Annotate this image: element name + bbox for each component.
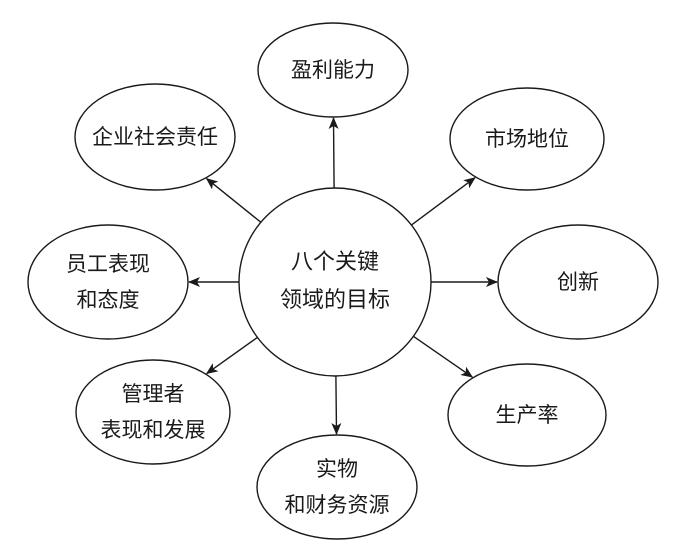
node-label-manager-performance-development: 管理者表现和发展: [101, 376, 206, 448]
node-label-productivity: 生产率: [496, 397, 559, 433]
node-label-market-position: 市场地位: [485, 121, 569, 157]
node-ellipse-market-position: [449, 87, 605, 191]
node-label-productivity-line-1: 生产率: [495, 403, 559, 427]
arrow-to-productivity: [413, 335, 474, 378]
node-ellipse-innovation: [497, 224, 659, 340]
node-ellipse-employee-performance-attitude: [27, 224, 189, 340]
node-label-physical-financial-resources-line-2: 和财务资源: [284, 493, 390, 517]
node-ellipse-profitability: [257, 22, 409, 118]
node-label-profitability: 盈利能力: [291, 52, 375, 88]
arrow-to-market-position: [410, 177, 476, 226]
node-label-physical-financial-resources: 实物和财务资源: [285, 451, 390, 523]
arrow-to-profitability: [328, 117, 339, 189]
node-label-physical-financial-resources-line-1: 实物: [316, 457, 358, 481]
node-label-manager-performance-development-line-1: 管理者: [121, 382, 185, 406]
center-label-line-2: 领域的目标: [279, 288, 391, 313]
arrow-to-manager-performance-development: [205, 336, 258, 375]
node-label-employee-performance-attitude: 员工表现和态度: [66, 246, 150, 318]
node-label-corporate-social-responsibility: 企业社会责任: [92, 119, 218, 155]
node-label-innovation: 创新: [557, 264, 599, 300]
node-label-market-position-line-1: 市场地位: [485, 127, 569, 151]
center-label: 八个关键领域的目标: [280, 244, 390, 320]
node-label-innovation-line-1: 创新: [557, 270, 599, 294]
node-label-corporate-social-responsibility-line-1: 企业社会责任: [92, 125, 218, 149]
node-label-employee-performance-attitude-line-1: 员工表现: [66, 252, 150, 276]
node-ellipse-physical-financial-resources: [256, 434, 418, 540]
center-ellipse: [238, 187, 432, 377]
arrow-to-corporate-social-responsibility: [205, 177, 262, 223]
arrow-to-physical-financial-resources: [331, 375, 342, 435]
node-ellipse-manager-performance-development: [75, 359, 231, 465]
node-label-manager-performance-development-line-2: 表现和发展: [100, 418, 206, 442]
node-ellipse-corporate-social-responsibility: [74, 83, 236, 191]
node-ellipse-productivity: [447, 363, 607, 467]
center-label-line-1: 八个关键: [290, 250, 380, 275]
node-label-employee-performance-attitude-line-2: 和态度: [76, 288, 140, 312]
node-label-profitability-line-1: 盈利能力: [291, 58, 375, 82]
